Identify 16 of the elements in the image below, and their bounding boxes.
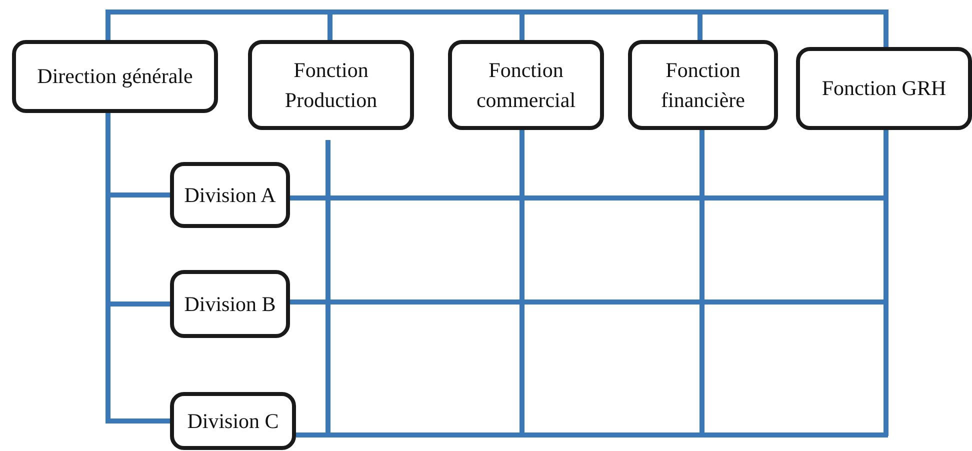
- box-label: Fonction GRH: [822, 75, 946, 102]
- org-box: [248, 40, 414, 130]
- box-label: Division B: [184, 290, 276, 318]
- org-box: [628, 40, 778, 130]
- org-box: [448, 40, 604, 130]
- org-box: [170, 392, 296, 450]
- box-label: Fonction financière: [660, 56, 746, 114]
- box-label: Division A: [184, 182, 276, 209]
- org-box: [170, 270, 290, 338]
- box-label: Fonction commercial: [475, 56, 577, 114]
- org-box: [796, 47, 972, 130]
- box-label: Direction générale: [37, 63, 193, 90]
- org-box: [170, 162, 290, 228]
- box-label: Division C: [187, 408, 279, 435]
- org-box: [12, 40, 218, 113]
- box-label: Fonction Production: [284, 56, 378, 114]
